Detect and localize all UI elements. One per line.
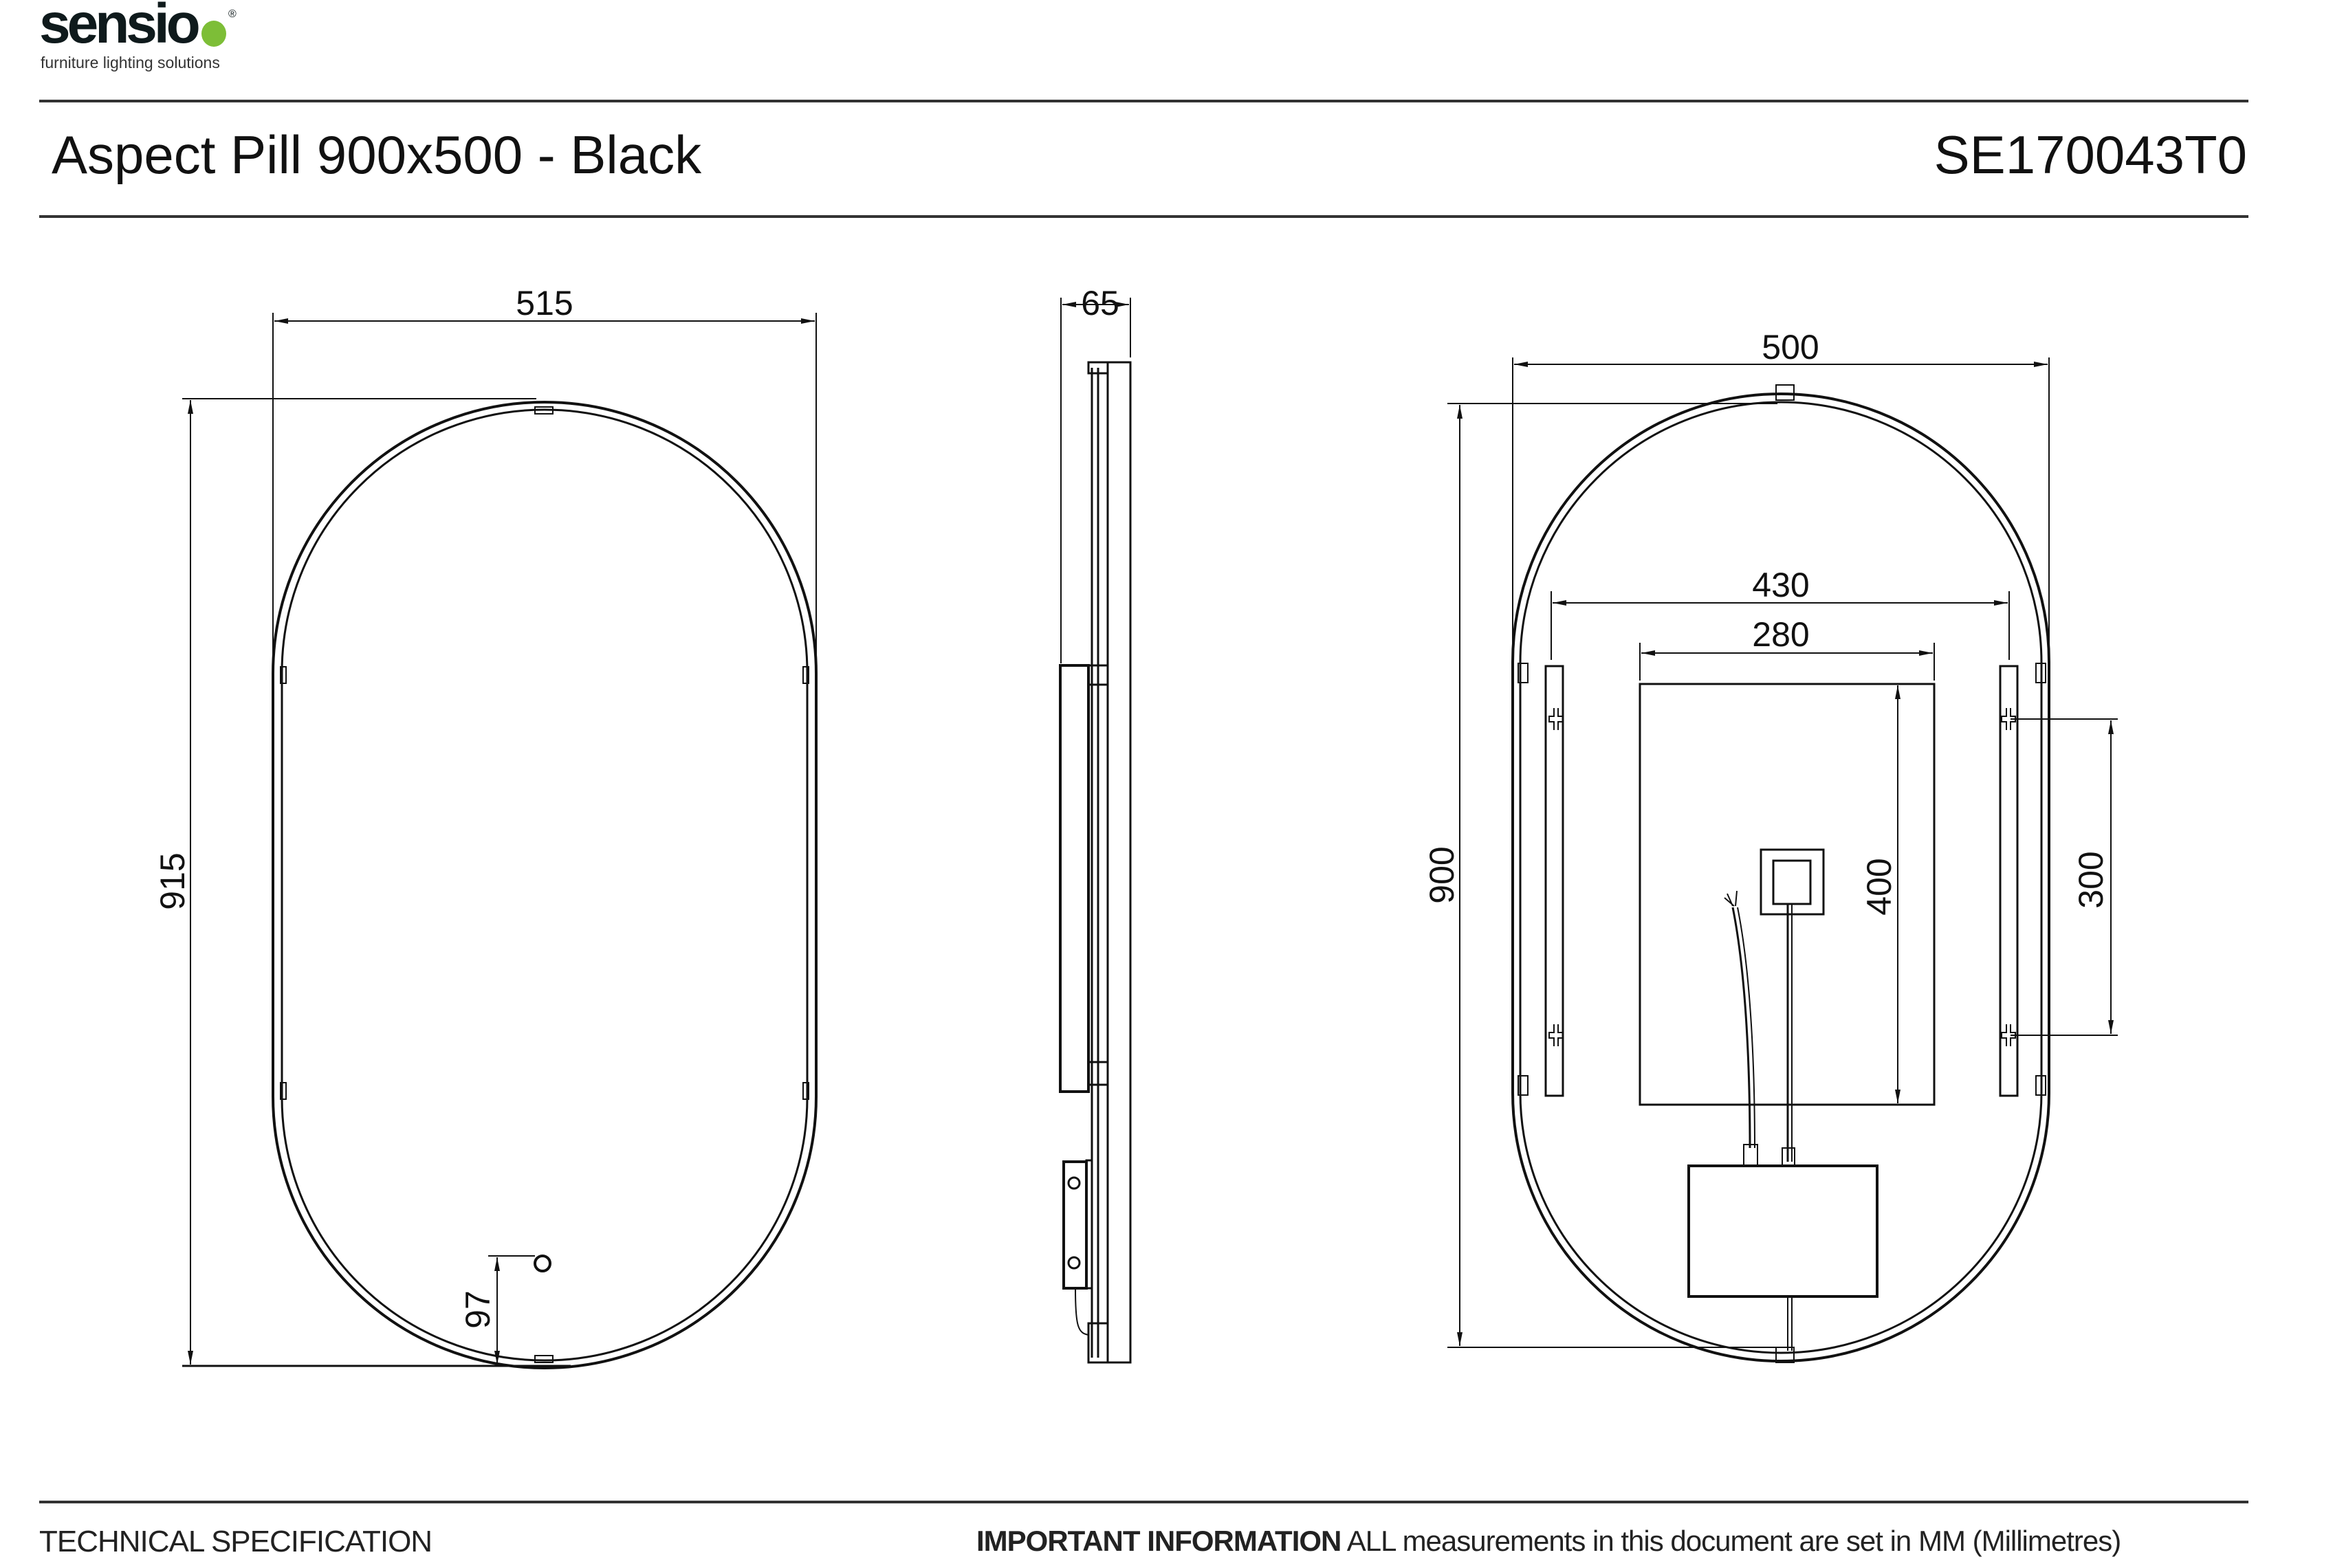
footer-rule	[39, 1501, 2248, 1503]
front-dimensions	[182, 313, 817, 1367]
sensor-offset-label: 97	[459, 1290, 497, 1329]
brand-accent-dot	[201, 21, 226, 47]
side-view	[1059, 361, 1132, 1364]
bracket-spacing-label: 430	[1752, 566, 1809, 604]
rear-dimensions	[1447, 357, 2118, 1348]
registered-mark: ®	[228, 8, 237, 20]
footer-section-label: TECHNICAL SPECIFICATION	[39, 1525, 432, 1558]
header-top-rule	[39, 100, 2248, 102]
front-height-label: 915	[153, 852, 192, 909]
rear-view	[1511, 384, 2050, 1363]
header-bottom-rule	[39, 215, 2248, 218]
keyhole-icon	[1548, 708, 2016, 1046]
panel-height-label: 400	[1860, 858, 1898, 915]
side-depth-label: 65	[1081, 284, 1119, 322]
rear-height-label: 900	[1423, 846, 1461, 903]
front-view	[272, 401, 818, 1369]
footer-important-info: IMPORTANT INFORMATION ALL measurements i…	[976, 1525, 2121, 1558]
important-text: ALL measurements in this document are se…	[1346, 1525, 2121, 1557]
panel-width-label: 280	[1752, 615, 1809, 654]
brand-logo: sensio ® furniture lighting solutions	[39, 0, 245, 76]
touch-sensor-icon	[534, 1255, 551, 1272]
brand-tagline: furniture lighting solutions	[41, 54, 220, 71]
important-label: IMPORTANT INFORMATION	[976, 1525, 1341, 1557]
product-code: SE170043T0	[1934, 124, 2247, 185]
side-dimensions	[1060, 298, 1131, 663]
brand-wordmark: sensio	[39, 0, 201, 55]
keyhole-spacing-label: 300	[2072, 851, 2110, 908]
rear-width-label: 500	[1762, 328, 1819, 366]
page-title: Aspect Pill 900x500 - Black	[52, 124, 702, 185]
front-width-label: 515	[516, 284, 573, 322]
